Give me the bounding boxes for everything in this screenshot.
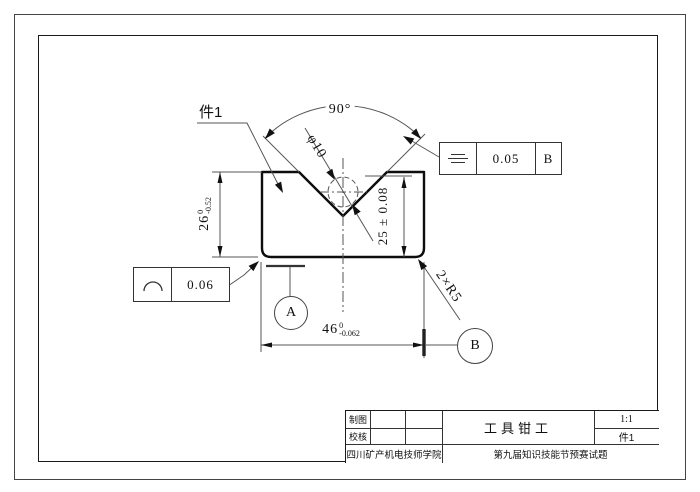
exam-title: 第九届知识技能节预赛试题 bbox=[493, 449, 608, 461]
radius-leader bbox=[418, 259, 461, 321]
diameter-leader bbox=[304, 127, 374, 242]
symmetry-fcf-leader bbox=[403, 136, 440, 158]
symmetry-fcf: 0.05 B bbox=[439, 142, 562, 175]
school-name: 四川矿产机电技师学院 bbox=[346, 449, 442, 461]
center-height-dimension-label: 25 ± 0.08 bbox=[375, 186, 390, 246]
symmetry-fcf-value: 0.05 bbox=[477, 143, 536, 174]
center-height-dimension-lines bbox=[365, 175, 412, 257]
part-label: 件1 bbox=[199, 104, 223, 121]
profile-of-line-icon bbox=[134, 268, 172, 301]
checker-label: 校核 bbox=[348, 431, 367, 442]
datum-b-label: B bbox=[470, 338, 480, 353]
outer-border bbox=[14, 14, 686, 480]
angle-dimension-label: 90° bbox=[325, 102, 355, 118]
part-number: 件1 bbox=[618, 432, 635, 444]
drafter-label: 制图 bbox=[348, 415, 367, 425]
profile-fcf-leader bbox=[227, 261, 259, 287]
centerlines bbox=[320, 158, 367, 312]
profile-fcf-value: 0.06 bbox=[187, 276, 214, 292]
drawing-title: 工具钳工 bbox=[483, 421, 552, 436]
datum-a-badge: A bbox=[274, 296, 308, 330]
datum-a-label: A bbox=[285, 305, 297, 320]
part-outline bbox=[260, 170, 426, 259]
title-block: 制图 校核 工具钳工 1:1 件1 四川矿产机电技师学院 第九届知识技能节预赛试… bbox=[345, 410, 659, 463]
part-label-leader bbox=[197, 122, 283, 193]
scale-value: 1:1 bbox=[620, 414, 633, 425]
symmetry-fcf-datum: B bbox=[543, 150, 554, 166]
height-dimension-lines bbox=[212, 171, 262, 258]
profile-fcf: 0.06 bbox=[133, 267, 230, 302]
symmetry-icon bbox=[440, 143, 477, 174]
datum-b-lines bbox=[422, 329, 457, 356]
flank-extension-lines bbox=[262, 133, 426, 173]
gauge-circle bbox=[327, 176, 359, 208]
datum-b-badge: B bbox=[457, 328, 493, 364]
datum-a-lines bbox=[266, 264, 305, 296]
